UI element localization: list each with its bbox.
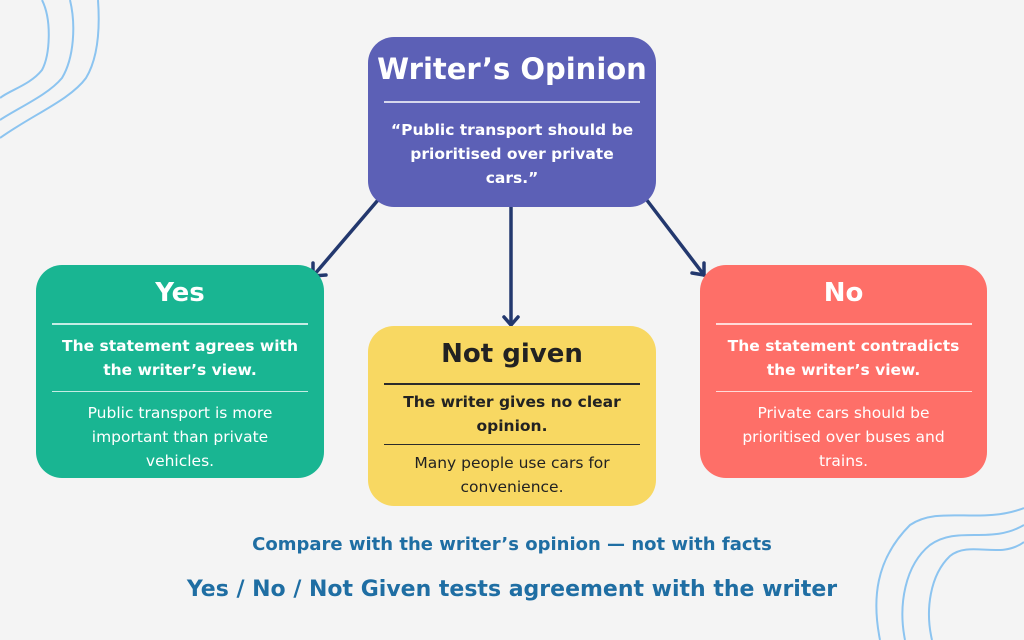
not-given-example-line1: Many people use cars for xyxy=(414,454,610,472)
no-example-line2: prioritised over buses and xyxy=(742,428,945,446)
no-definition-line1: The statement contradicts xyxy=(727,336,960,355)
no-box: No The statement contradicts the writer’… xyxy=(700,265,987,478)
no-definition: The statement contradicts the writer’s v… xyxy=(700,334,987,382)
opinion-quote-line1: “Public transport should be xyxy=(390,120,634,139)
arrow-to-no-icon xyxy=(644,197,706,277)
not-given-definition: The writer gives no clear opinion. xyxy=(368,390,656,438)
no-example-line1: Private cars should be xyxy=(757,404,930,422)
opinion-quote-line2: prioritised over private cars.” xyxy=(410,144,614,187)
yes-definition: The statement agrees with the writer’s v… xyxy=(36,334,324,382)
not-given-divider-1 xyxy=(384,383,640,385)
not-given-definition-line1: The writer gives no clear xyxy=(403,392,621,411)
no-example: Private cars should be prioritised over … xyxy=(700,401,987,473)
no-title: No xyxy=(823,278,864,308)
yes-divider-1 xyxy=(52,323,308,325)
yes-title: Yes xyxy=(155,278,205,308)
no-example-line3: trains. xyxy=(818,452,869,470)
yes-definition-line2: the writer’s view. xyxy=(103,360,257,379)
arrow-to-not-given-icon xyxy=(502,205,520,327)
footer-summary: Yes / No / Not Given tests agreement wit… xyxy=(186,577,838,602)
opinion-quote: “Public transport should be prioritised … xyxy=(368,118,656,190)
writers-opinion-box: Writer’s Opinion “Public transport shoul… xyxy=(368,37,656,207)
yes-example-line3: vehicles. xyxy=(145,452,215,470)
yes-divider-2 xyxy=(52,390,308,392)
opinion-title: Writer’s Opinion xyxy=(377,52,647,86)
wave-lines-bottom-right-icon xyxy=(875,507,1024,640)
not-given-example: Many people use cars for convenience. xyxy=(368,451,656,499)
wave-lines-top-left-icon xyxy=(0,0,100,139)
opinion-divider xyxy=(384,101,640,103)
not-given-example-line2: convenience. xyxy=(460,478,564,496)
arrows xyxy=(311,197,706,327)
arrow-to-yes-icon xyxy=(311,198,380,278)
no-definition-line2: the writer’s view. xyxy=(766,360,921,379)
yes-example-line2: important than private xyxy=(91,428,269,446)
yes-example: Public transport is more important than … xyxy=(36,401,324,473)
not-given-box: Not given The writer gives no clear opin… xyxy=(368,326,656,506)
yes-definition-line1: The statement agrees with xyxy=(62,336,298,355)
footer-tip: Compare with the writer’s opinion — not … xyxy=(252,534,772,555)
not-given-definition-line2: opinion. xyxy=(476,416,548,435)
yes-box: Yes The statement agrees with the writer… xyxy=(36,265,324,478)
no-divider-1 xyxy=(715,323,972,325)
not-given-divider-2 xyxy=(384,443,640,445)
not-given-title: Not given xyxy=(441,339,583,369)
yes-example-line1: Public transport is more xyxy=(87,404,273,422)
no-divider-2 xyxy=(715,390,972,392)
